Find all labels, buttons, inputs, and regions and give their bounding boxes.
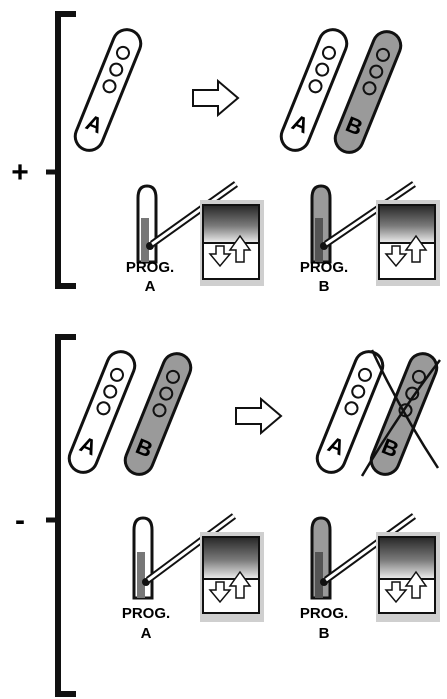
- prog-label: PROG.: [126, 259, 174, 276]
- receiver-label: A: [141, 625, 152, 642]
- right-arrow-icon: [192, 78, 240, 118]
- section-add-remote: + A A B: [11, 11, 440, 295]
- section-remove-remote: - A B A: [15, 334, 441, 697]
- receiver-label: A: [145, 278, 156, 295]
- remote-control-icon: B: [333, 30, 403, 154]
- roller-shutter-icon: [200, 200, 264, 286]
- cross-out-icon: [360, 349, 441, 477]
- remote-control-icon: B: [123, 352, 193, 476]
- remote-control-icon: A: [73, 28, 143, 152]
- sign-plus: +: [11, 156, 29, 189]
- roller-shutter-icon: [200, 532, 264, 622]
- receiver-label: B: [319, 625, 330, 642]
- bracket-remove: [55, 334, 76, 697]
- receiver-a: PROG. A: [126, 181, 264, 295]
- bracket-add: [55, 11, 76, 289]
- remote-control-icon: A: [315, 350, 385, 474]
- roller-shutter-icon: [376, 200, 440, 286]
- prog-label: PROG.: [300, 259, 348, 276]
- receiver-label: B: [319, 278, 330, 295]
- sign-minus: -: [15, 504, 25, 537]
- roller-shutter-icon: [376, 532, 440, 622]
- prog-label: PROG.: [300, 605, 348, 622]
- right-arrow-icon: [235, 396, 283, 436]
- receiver-a: PROG. A: [122, 513, 264, 642]
- remote-control-icon: A: [67, 350, 137, 474]
- receiver-b: PROG. B: [300, 513, 440, 642]
- receiver-b: PROG. B: [300, 181, 440, 295]
- prog-label: PROG.: [122, 605, 170, 622]
- remote-control-icon: A: [279, 28, 349, 152]
